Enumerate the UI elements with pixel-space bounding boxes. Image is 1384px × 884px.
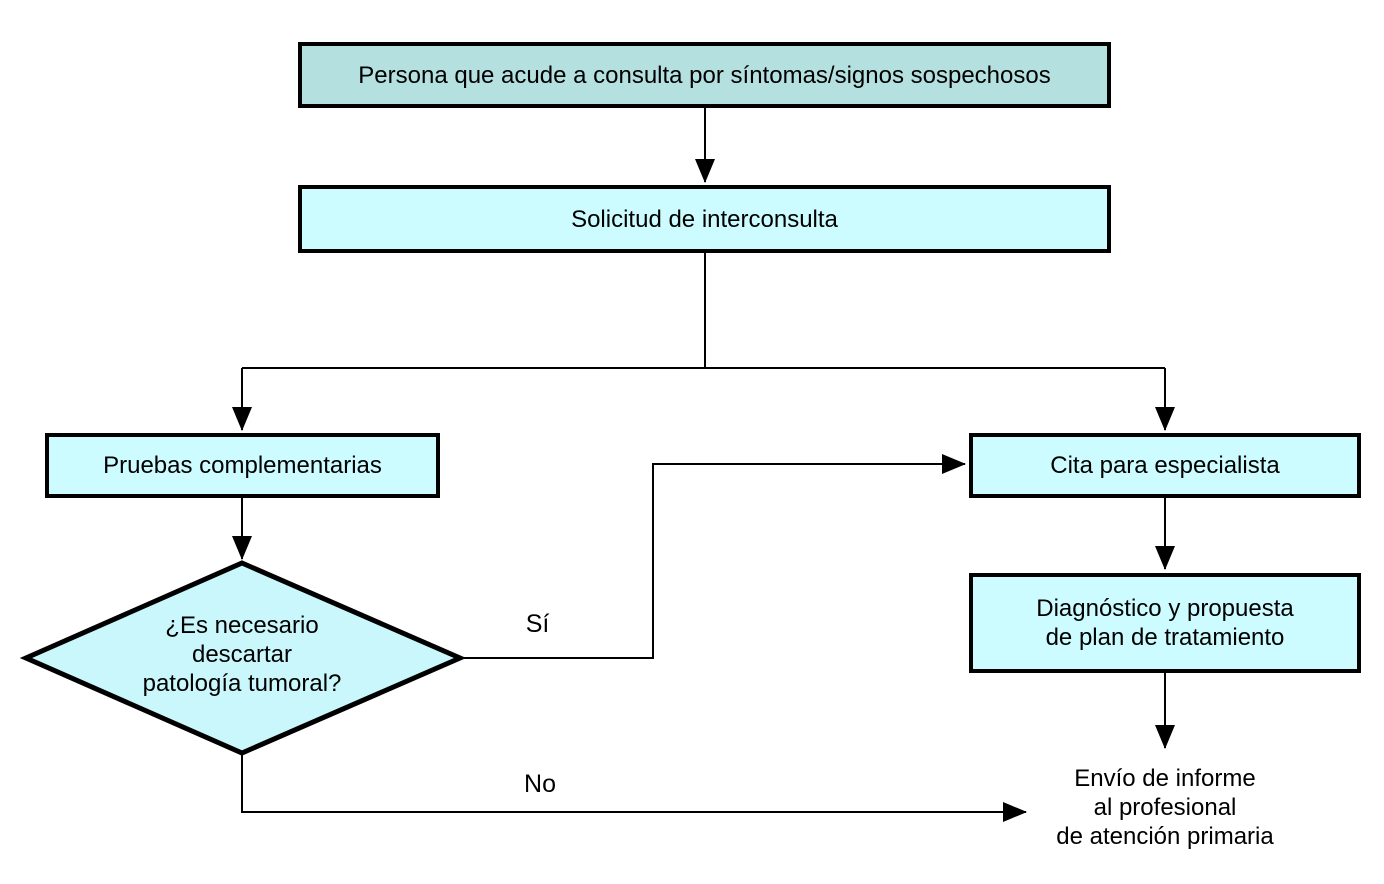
node-appointment: Cita para especialista: [969, 433, 1361, 498]
node-start: Persona que acude a consulta por síntoma…: [298, 42, 1111, 108]
edge-no-to-report: [241, 753, 1027, 822]
node-report: Envío de informe al profesional de atenc…: [1056, 764, 1274, 850]
edge-label-yes: Sí: [525, 610, 550, 638]
node-tests: Pruebas complementarias: [45, 433, 440, 498]
edge-yes-to-appointment: [460, 454, 966, 659]
edge-label-no: No: [524, 770, 556, 798]
node-request: Solicitud de interconsulta: [298, 185, 1111, 253]
node-diagnosis: Diagnóstico y propuesta de plan de trata…: [969, 573, 1361, 673]
node-decision: ¿Es necesario descartar patología tumora…: [142, 611, 342, 697]
